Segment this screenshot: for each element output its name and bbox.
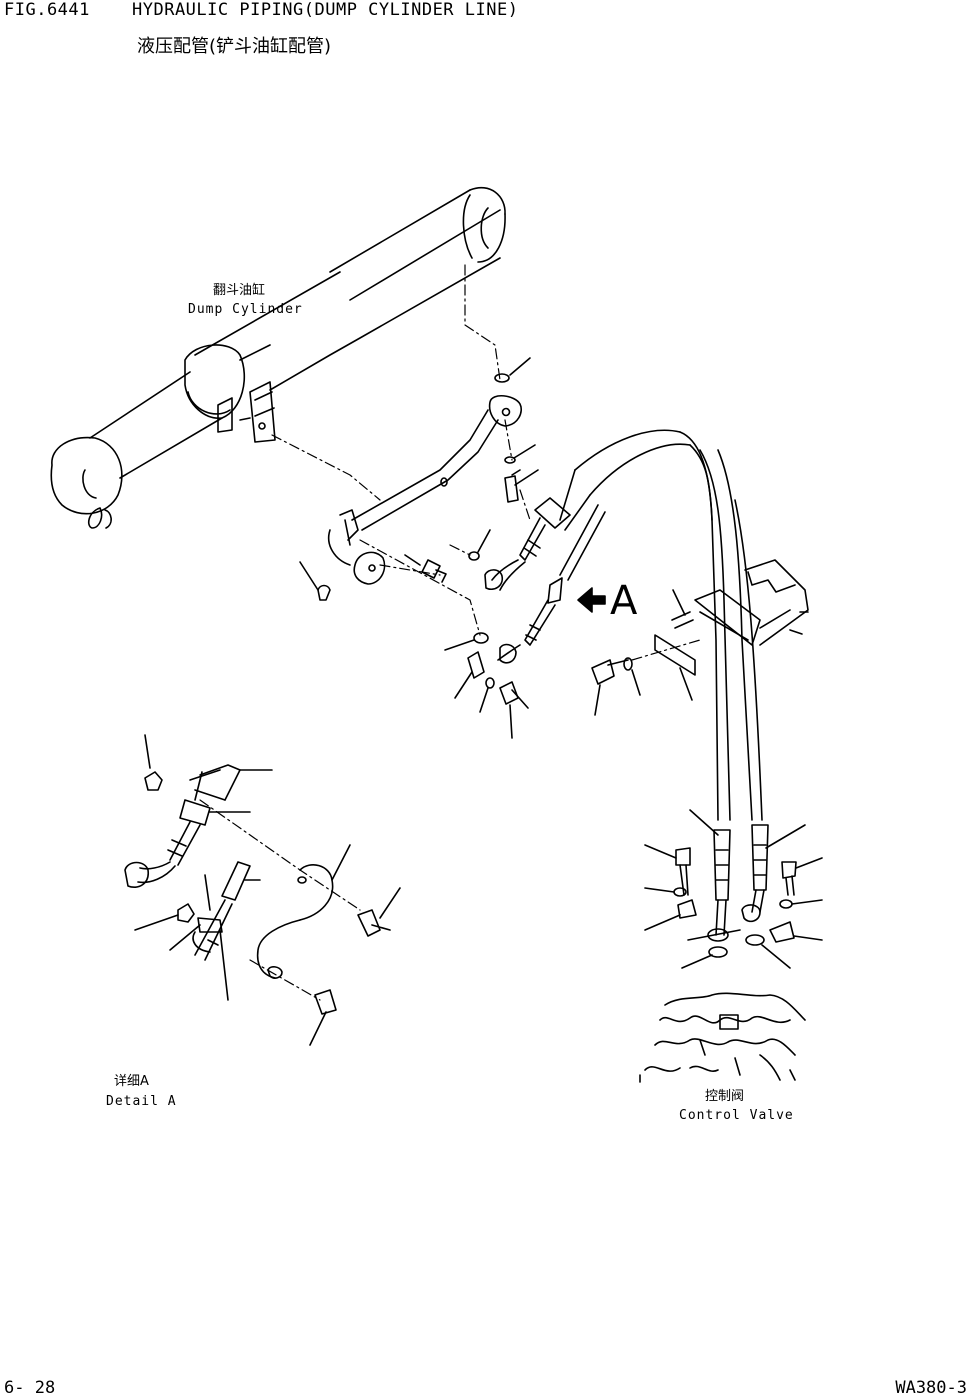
- control-valve-label-en: Control Valve: [679, 1108, 794, 1123]
- view-arrow-a: [578, 588, 605, 612]
- steel-pipe: [329, 396, 522, 584]
- hoses: [485, 430, 762, 820]
- view-arrow-label: A: [610, 578, 638, 624]
- detail-a-drawing: [125, 735, 400, 1045]
- control-valve-label-cn: 控制阀: [705, 1089, 745, 1104]
- figure-title-en: HYDRAULIC PIPING(DUMP CYLINDER LINE): [132, 0, 519, 20]
- hose-clamp-bracket: [592, 560, 808, 715]
- detail-a-label-cn: 详细A: [114, 1074, 149, 1089]
- assembly-guide-lines: [200, 265, 700, 1000]
- page-number: 6- 28: [4, 1378, 56, 1398]
- dump-cylinder-label-en: Dump Cylinder: [188, 302, 303, 317]
- fasteners-upper: [300, 358, 538, 650]
- figure-number: FIG.6441: [4, 0, 90, 20]
- dump-cylinder-label-cn: 翻斗油缸: [213, 283, 266, 298]
- figure-title-cn: 液压配管(铲斗油缸配管): [137, 36, 332, 57]
- fasteners-lower: [455, 652, 528, 738]
- dump-cylinder: [51, 188, 505, 528]
- control-valve-connection: [640, 810, 822, 1082]
- detail-a-label-en: Detail A: [106, 1094, 177, 1109]
- model-number: WA380-3: [895, 1378, 967, 1398]
